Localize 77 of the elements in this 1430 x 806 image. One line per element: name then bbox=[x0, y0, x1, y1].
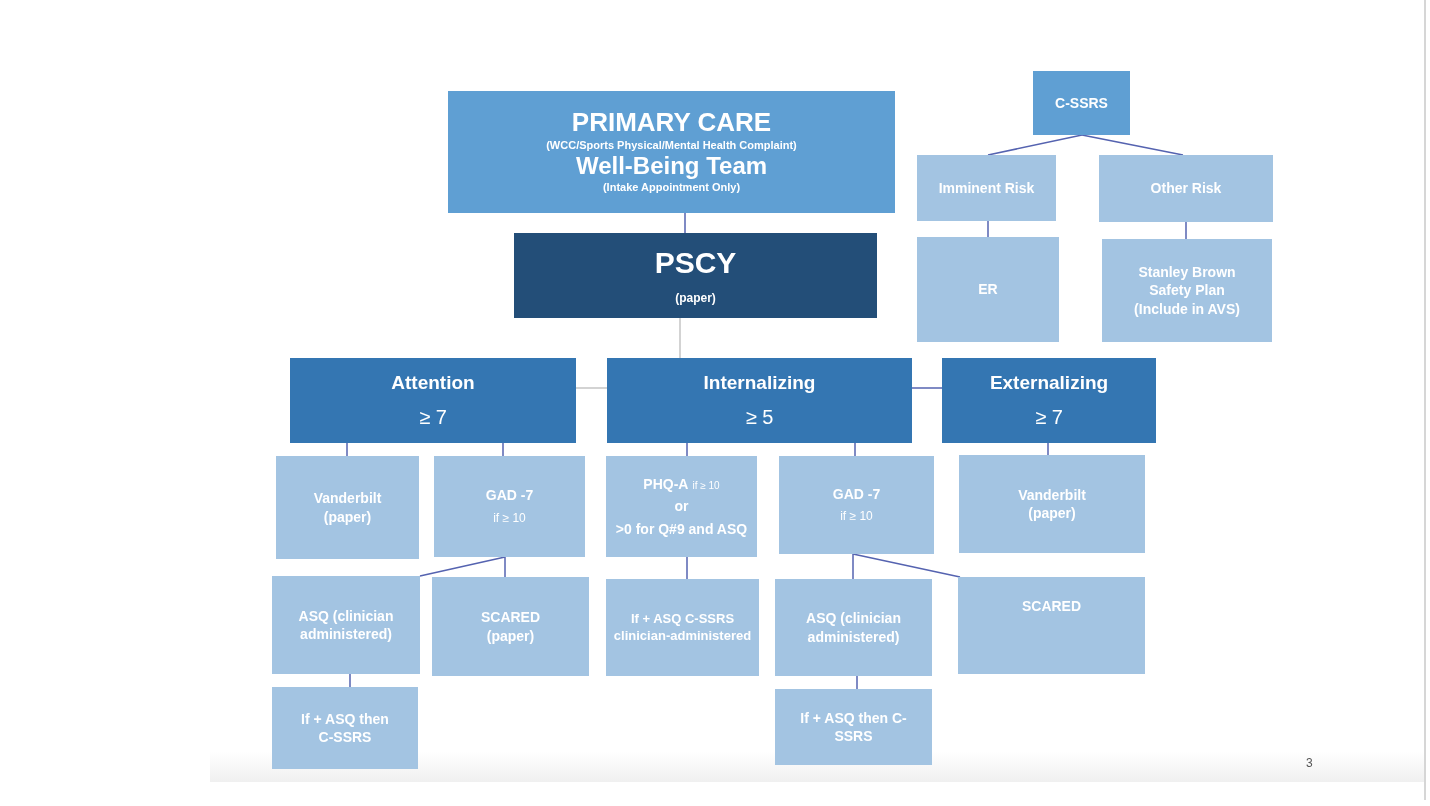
box-text: Well-Being Team bbox=[575, 153, 768, 180]
box-text: Imminent Risk bbox=[938, 178, 1035, 198]
process-box bbox=[432, 577, 589, 676]
process-box bbox=[1102, 239, 1272, 342]
box-text: SCARED (paper) bbox=[479, 608, 542, 645]
connector-line bbox=[852, 553, 854, 580]
box-text: GAD -7 bbox=[485, 486, 534, 505]
connector-line bbox=[504, 556, 506, 578]
box-text: Vanderbilt (paper) bbox=[312, 489, 383, 526]
box-text: GAD -7 bbox=[832, 484, 881, 504]
connector-line bbox=[502, 442, 504, 457]
box-text: Attention bbox=[391, 371, 475, 396]
box-text: ASQ (clinician administered) bbox=[297, 606, 395, 644]
process-box bbox=[448, 91, 895, 213]
connector-line bbox=[852, 553, 961, 578]
box-text: Externalizing bbox=[989, 371, 1109, 396]
connector-line bbox=[575, 387, 608, 389]
process-box bbox=[272, 687, 418, 769]
box-text: or bbox=[674, 497, 689, 516]
connector-line bbox=[686, 442, 688, 457]
box-text: Internalizing bbox=[703, 371, 816, 396]
box-text: ≥ 7 bbox=[419, 404, 447, 430]
box-text: PHQ-A bbox=[643, 475, 689, 494]
connector-line bbox=[346, 442, 348, 457]
process-box bbox=[607, 358, 912, 443]
connector-line bbox=[854, 442, 856, 457]
process-box bbox=[272, 576, 420, 674]
box-text: ≥ 5 bbox=[745, 404, 774, 430]
box-text: ER bbox=[978, 280, 998, 299]
connector-line bbox=[987, 220, 989, 238]
process-box bbox=[917, 237, 1059, 342]
process-box bbox=[775, 689, 932, 765]
box-text: (WCC/Sports Physical/Mental Health Complaint) bbox=[546, 137, 797, 153]
connector-line bbox=[684, 212, 686, 234]
connector-line bbox=[679, 317, 681, 359]
box-text: SCARED bbox=[1021, 597, 1082, 616]
box-text: C-SSRS bbox=[1055, 93, 1108, 113]
box-text: if ≥ 10 bbox=[692, 479, 720, 494]
box-text: ≥ 7 bbox=[1035, 404, 1063, 430]
process-box bbox=[958, 577, 1145, 674]
box-text: Stanley Brown Safety Plan (Include in AVS) bbox=[1133, 263, 1241, 318]
box-text: Vanderbilt (paper) bbox=[1017, 485, 1087, 523]
connector-line bbox=[1047, 442, 1049, 456]
box-text: If + ASQ C-SSRS clinician-administered bbox=[612, 610, 753, 645]
process-box bbox=[1099, 155, 1273, 222]
process-box bbox=[959, 455, 1145, 553]
connector-line bbox=[1185, 221, 1187, 240]
box-text: if ≥ 10 bbox=[840, 508, 873, 526]
connector-line bbox=[911, 387, 943, 389]
process-box bbox=[775, 579, 932, 676]
box-text: Other Risk bbox=[1150, 179, 1222, 198]
process-box bbox=[917, 155, 1056, 221]
process-box bbox=[779, 456, 934, 554]
process-box bbox=[606, 579, 759, 676]
box-text: PSCY bbox=[654, 244, 737, 281]
connector-line bbox=[686, 556, 688, 580]
connector-line bbox=[349, 673, 351, 688]
process-box bbox=[942, 358, 1156, 443]
process-box bbox=[514, 233, 877, 318]
box-text: If + ASQ then C-SSRS bbox=[300, 709, 390, 747]
process-box bbox=[606, 456, 757, 557]
box-text: ASQ (clinician administered) bbox=[805, 609, 902, 646]
process-box bbox=[276, 456, 419, 559]
box-text: if ≥ 10 bbox=[493, 509, 526, 527]
box-text: (Intake Appointment Only) bbox=[602, 180, 741, 196]
connector-line bbox=[1081, 134, 1184, 156]
process-box bbox=[1033, 71, 1130, 135]
connector-line bbox=[419, 556, 506, 577]
connector-line bbox=[856, 675, 858, 690]
box-text: If + ASQ then C-SSRS bbox=[799, 708, 908, 746]
box-text: >0 for Q#9 and ASQ bbox=[614, 519, 749, 538]
box-text: PRIMARY CARE bbox=[571, 108, 772, 137]
page-number: 3 bbox=[1306, 755, 1313, 772]
process-box bbox=[434, 456, 585, 557]
process-box bbox=[290, 358, 576, 443]
box-text: (paper) bbox=[675, 289, 716, 307]
connector-line bbox=[987, 134, 1083, 156]
